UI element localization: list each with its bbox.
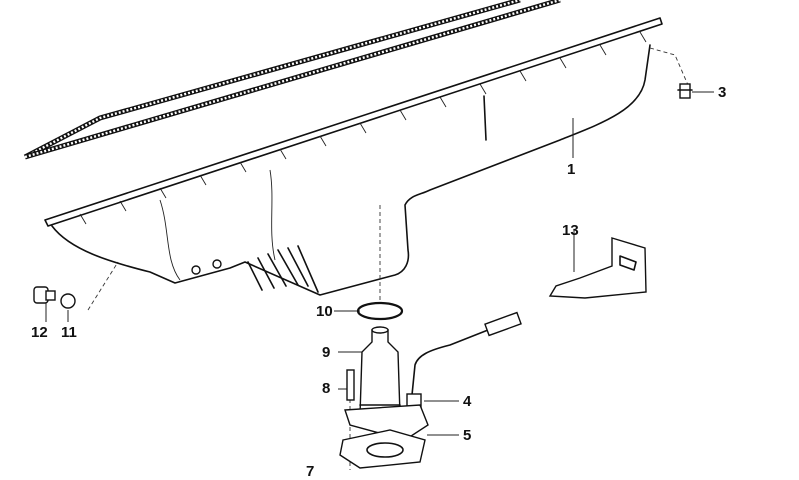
callout-13: 13 (562, 222, 579, 239)
stud-part (346, 369, 355, 401)
oil-level-sensor-part (359, 326, 401, 416)
sensor-cable (411, 311, 522, 396)
drain-plug-part (33, 286, 56, 304)
seal-ring-part (60, 293, 76, 309)
callout-5: 5 (463, 427, 472, 444)
callout-1: 1 (567, 161, 576, 178)
callout-11: 11 (61, 324, 77, 341)
callout-9: 9 (322, 344, 331, 361)
flange-gasket-part (339, 404, 429, 469)
oil-pan-gasket (23, 0, 561, 160)
callout-4: 4 (463, 393, 472, 410)
callout-7: 7 (306, 463, 315, 480)
o-ring-part (356, 301, 404, 321)
callout-3: 3 (718, 84, 727, 101)
oil-pan (44, 17, 663, 300)
callout-8: 8 (322, 380, 331, 397)
bolt-part (677, 83, 693, 99)
callout-12: 12 (31, 324, 48, 341)
bracket-part (548, 237, 647, 299)
callout-10: 10 (316, 303, 333, 320)
